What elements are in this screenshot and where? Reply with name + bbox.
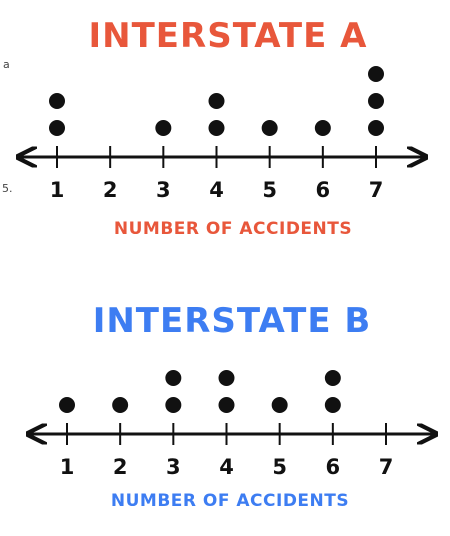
chart-a-dot-x4-2 <box>208 93 225 109</box>
chart-b-dot-x6-1 <box>324 397 341 413</box>
chart-b-xlabel: NUMBER OF ACCIDENTS <box>111 491 349 511</box>
chart-b-tick-label-1: 1 <box>60 455 75 479</box>
chart-a-tick-label-2: 2 <box>103 178 118 202</box>
chart-b-dot-x4-1 <box>218 397 235 413</box>
chart-a-tick-label-1: 1 <box>50 178 65 202</box>
chart-interstate-b: INTERSTATE B 1 2 3 4 5 6 7 NUMBER OF ACCIDENTS <box>30 301 434 511</box>
chart-a-dot-x3-1 <box>155 120 172 136</box>
chart-a-title: INTERSTATE A <box>89 16 368 56</box>
chart-a-dot-x6-1 <box>314 120 331 136</box>
cropped-edge-text-a: a <box>3 58 10 71</box>
chart-b-tick-label-3: 3 <box>166 455 181 479</box>
chart-b-title: INTERSTATE B <box>93 301 372 341</box>
chart-a-plot: 1 2 3 4 5 6 7 <box>20 66 424 202</box>
chart-a-dot-x7-2 <box>368 93 384 109</box>
chart-b-dot-x1-1 <box>59 397 75 413</box>
chart-b-tick-label-4: 4 <box>219 455 234 479</box>
chart-b-dot-x6-2 <box>324 370 341 386</box>
chart-a-dot-x7-1 <box>368 120 384 136</box>
chart-a-tick-label-4: 4 <box>209 178 224 202</box>
chart-b-dot-x2-1 <box>112 397 129 413</box>
chart-b-dot-x3-1 <box>165 397 182 413</box>
chart-a-dot-x1-2 <box>49 93 65 109</box>
chart-a-xlabel: NUMBER OF ACCIDENTS <box>114 219 352 239</box>
chart-a-dot-x7-3 <box>368 66 384 82</box>
chart-b-tick-label-5: 5 <box>272 455 287 479</box>
chart-a-dot-x5-1 <box>261 120 278 136</box>
chart-b-plot: 1 2 3 4 5 6 7 <box>30 370 434 479</box>
cropped-edge-text-5: 5. <box>2 182 13 195</box>
chart-a-tick-label-5: 5 <box>262 178 277 202</box>
chart-a-tick-label-6: 6 <box>316 178 331 202</box>
chart-b-tick-label-6: 6 <box>326 455 341 479</box>
chart-b-dot-x5-1 <box>271 397 288 413</box>
chart-interstate-a: INTERSTATE A 1 2 3 4 5 6 7 NUMBER OF ACCIDENTS <box>20 16 424 239</box>
chart-a-tick-label-3: 3 <box>156 178 171 202</box>
chart-b-dot-x3-2 <box>165 370 182 386</box>
chart-a-dot-x1-1 <box>49 120 65 136</box>
chart-a-tick-label-7: 7 <box>369 178 384 202</box>
chart-a-dot-x4-1 <box>208 120 225 136</box>
chart-b-tick-label-7: 7 <box>379 455 394 479</box>
chart-b-tick-label-2: 2 <box>113 455 128 479</box>
chart-b-dot-x4-2 <box>218 370 235 386</box>
